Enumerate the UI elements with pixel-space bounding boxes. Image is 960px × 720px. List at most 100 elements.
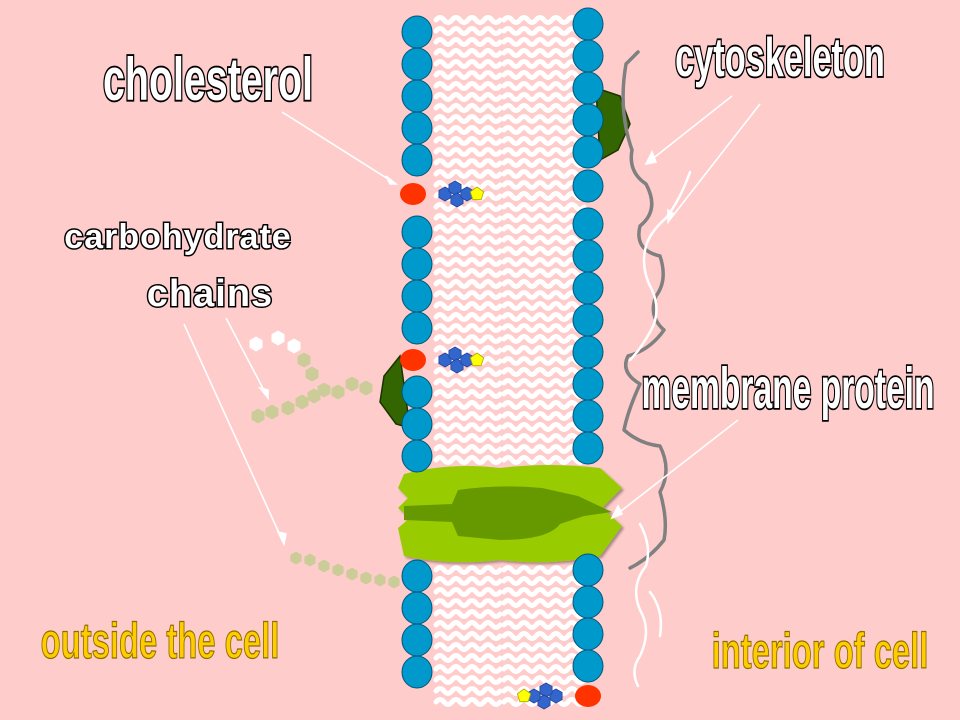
- lipid-tail: [433, 202, 503, 212]
- phospholipid-head: [401, 143, 433, 177]
- lipid-tail: [433, 246, 503, 256]
- phospholipid-head: [572, 7, 604, 41]
- phospholipid-head: [572, 431, 604, 465]
- lipid-tail: [433, 411, 503, 421]
- sugar-unit: [345, 376, 359, 392]
- lipid-tail: [501, 103, 587, 113]
- phospholipid-head: [572, 553, 604, 587]
- phospholipid-head: [572, 135, 604, 169]
- lipid-tail: [501, 202, 587, 212]
- sugar-unit: [360, 571, 372, 585]
- label-pointers: [183, 95, 761, 547]
- lipid-tail: [501, 653, 587, 663]
- lipid-tail: [433, 114, 503, 124]
- pointer-carbohydrate-a: [225, 317, 269, 399]
- lipid-tail: [501, 422, 587, 432]
- phospholipid-head: [401, 407, 433, 441]
- label-membrane-protein: membrane protein: [641, 355, 934, 420]
- lipid-tail: [433, 15, 503, 25]
- cytoskeleton-grey-fiber: [621, 50, 668, 570]
- phospholipid-head: [572, 239, 604, 273]
- lipid-tail: [433, 587, 503, 597]
- sugar-unit: [317, 382, 331, 398]
- lipid-tail: [433, 609, 503, 619]
- lipid-tail: [501, 257, 587, 267]
- sugar-unit: [304, 553, 316, 567]
- lipid-tail: [501, 576, 587, 586]
- cytoskeleton-white-fiber-lower: [633, 522, 663, 688]
- cytoskeleton-white-fiber: [628, 170, 692, 362]
- lipid-tail: [501, 455, 587, 465]
- phospholipid-head: [401, 79, 433, 113]
- sugar-unit: [307, 388, 321, 404]
- lipid-tail: [501, 444, 587, 454]
- lipid-tail: [433, 81, 503, 91]
- label-outside-cell: outside the cell: [41, 613, 280, 669]
- lipid-tail: [433, 213, 503, 223]
- sugar-unit: [331, 384, 345, 400]
- lipid-tail: [501, 125, 587, 135]
- phospholipid-head: [401, 247, 433, 281]
- phospholipid-head: [401, 623, 433, 657]
- lipid-tail: [433, 48, 503, 58]
- phospholipid-head: [401, 279, 433, 313]
- lipid-tail: [433, 620, 503, 630]
- lipid-tail: [501, 334, 587, 344]
- lipid-tail: [433, 389, 503, 399]
- carbohydrate-chains: [249, 330, 400, 589]
- lipid-tail: [433, 279, 503, 289]
- arrowhead: [644, 150, 658, 166]
- lipid-tail: [433, 367, 503, 377]
- lipid-tail: [433, 301, 503, 311]
- sugar-unit: [249, 336, 263, 352]
- lipid-tail: [501, 37, 587, 47]
- lipid-tail: [433, 125, 503, 135]
- lipid-tail: [501, 631, 587, 641]
- lipid-tail: [433, 400, 503, 410]
- lipid-tail: [501, 389, 587, 399]
- phospholipid-head: [572, 367, 604, 401]
- steroid-ring-pentagon: [469, 186, 485, 201]
- lipid-tail: [501, 356, 587, 366]
- lipid-tail: [433, 257, 503, 267]
- lipid-tail: [501, 26, 587, 36]
- lipid-tail: [433, 642, 503, 652]
- phospholipid-head: [572, 399, 604, 433]
- lipid-tail: [501, 70, 587, 80]
- sugar-unit: [287, 338, 301, 354]
- lipid-tail: [433, 268, 503, 278]
- arrowhead: [385, 175, 399, 185]
- phospholipid-heads-outer: [401, 15, 433, 689]
- lipid-tail: [433, 312, 503, 322]
- membrane-protein-inner: [404, 486, 612, 540]
- lipid-tail: [501, 642, 587, 652]
- pointer-membrane-protein: [611, 419, 739, 519]
- steroid-ring-pentagon: [516, 688, 532, 703]
- lipid-tail: [433, 37, 503, 47]
- lipid-tail: [501, 246, 587, 256]
- phospholipid-head: [401, 655, 433, 689]
- label-interior-cell: interior of cell: [712, 623, 929, 679]
- cholesterol-head: [575, 685, 601, 707]
- arrowhead: [610, 504, 624, 520]
- phospholipid-head: [572, 617, 604, 651]
- lipid-tail: [433, 103, 503, 113]
- phospholipid-head: [572, 335, 604, 369]
- lipid-tail: [433, 169, 503, 179]
- lipid-tail: [433, 147, 503, 157]
- lipid-tail: [501, 81, 587, 91]
- lipid-tail: [433, 631, 503, 641]
- lipid-tail: [433, 686, 503, 696]
- lipid-tail: [501, 158, 587, 168]
- lipid-tail: [501, 598, 587, 608]
- sugar-unit: [265, 404, 279, 420]
- lipid-tail: [433, 576, 503, 586]
- lipid-tail: [433, 70, 503, 80]
- phospholipid-head: [401, 47, 433, 81]
- steroid-ring: [448, 180, 462, 196]
- sugar-unit: [305, 366, 319, 382]
- lipid-tail: [501, 378, 587, 388]
- cholesterol-head: [400, 183, 426, 205]
